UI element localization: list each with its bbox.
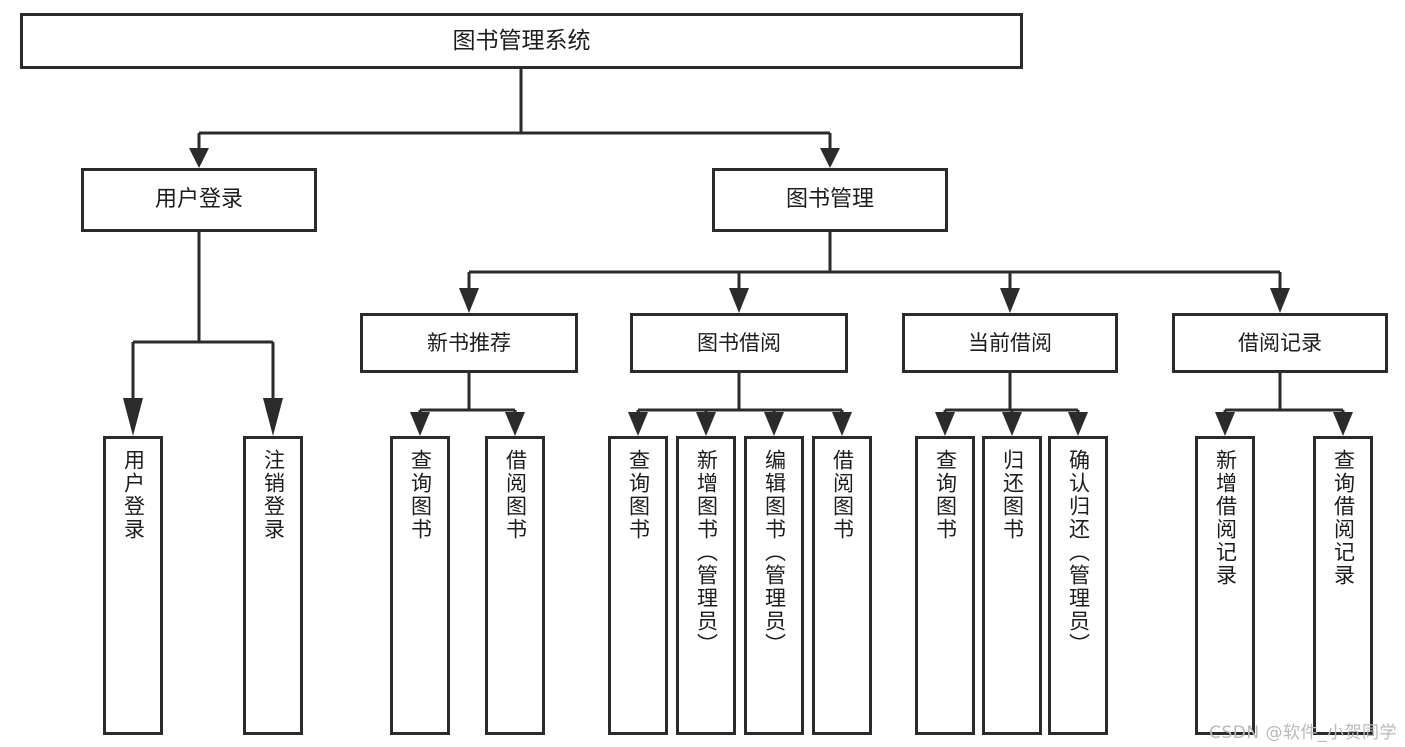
node-label: 借阅图书 [503, 449, 528, 541]
arrow-leaf-query-record [1333, 412, 1353, 436]
node-book-manage[interactable]: 图书管理 [712, 168, 948, 232]
node-new-book-recommend[interactable]: 新书推荐 [360, 313, 578, 373]
node-label: 图书管理系统 [452, 27, 591, 54]
node-leaf-return-book[interactable]: 归还图书 [982, 436, 1042, 735]
node-leaf-query-record[interactable]: 查询借阅记录 [1313, 436, 1373, 735]
arrow-leaf-logout-login [263, 398, 283, 436]
arrow-to-book-manage [820, 148, 840, 168]
node-leaf-confirm-return[interactable]: 确认归还（管理员） [1048, 436, 1108, 735]
arrow-leaf-query-book-1 [410, 412, 430, 436]
arrow-leaf-add-record [1215, 412, 1235, 436]
arrow-leaf-user-login [123, 398, 143, 436]
node-label: 用户登录 [154, 187, 243, 213]
node-label: 查询图书 [933, 449, 958, 541]
node-label: 注销登录 [261, 449, 286, 541]
node-label: 编辑图书（管理员） [762, 449, 787, 656]
arrow-to-new-book-recommend [459, 288, 479, 313]
arrow-leaf-confirm-return [1068, 412, 1088, 436]
node-label: 新增图书（管理员） [694, 449, 719, 656]
arrow-leaf-borrow-book-1 [505, 412, 525, 436]
arrow-leaf-query-book-3 [935, 412, 955, 436]
node-borrow-record[interactable]: 借阅记录 [1172, 313, 1388, 373]
arrow-leaf-borrow-book-2 [832, 412, 852, 436]
node-label: 借阅图书 [830, 449, 855, 541]
node-label: 图书借阅 [697, 330, 781, 355]
node-leaf-add-record[interactable]: 新增借阅记录 [1195, 436, 1255, 735]
node-leaf-user-login[interactable]: 用户登录 [103, 436, 163, 735]
node-current-borrow[interactable]: 当前借阅 [902, 313, 1118, 373]
node-leaf-logout-login[interactable]: 注销登录 [243, 436, 303, 735]
arrow-to-current-borrow [1000, 288, 1020, 313]
node-leaf-borrow-book-1[interactable]: 借阅图书 [485, 436, 545, 735]
node-label: 借阅记录 [1238, 330, 1322, 355]
node-leaf-query-book-3[interactable]: 查询图书 [915, 436, 975, 735]
node-root-book-management-system[interactable]: 图书管理系统 [20, 13, 1023, 69]
node-label: 查询借阅记录 [1331, 449, 1356, 587]
arrow-leaf-query-book-2 [628, 412, 648, 436]
node-book-borrow[interactable]: 图书借阅 [630, 313, 848, 373]
node-leaf-borrow-book-2[interactable]: 借阅图书 [812, 436, 872, 735]
node-label: 新书推荐 [427, 330, 511, 355]
node-user-login[interactable]: 用户登录 [81, 168, 317, 232]
node-leaf-add-book[interactable]: 新增图书（管理员） [676, 436, 736, 735]
node-label: 确认归还（管理员） [1066, 449, 1091, 656]
node-label: 用户登录 [121, 449, 146, 541]
node-label: 归还图书 [1000, 449, 1025, 541]
node-label: 查询图书 [626, 449, 651, 541]
node-label: 当前借阅 [968, 330, 1052, 355]
node-label: 查询图书 [408, 449, 433, 541]
arrow-to-user-login [189, 148, 209, 168]
arrow-leaf-edit-book [764, 412, 784, 436]
node-leaf-query-book-1[interactable]: 查询图书 [390, 436, 450, 735]
arrow-to-borrow-record [1270, 288, 1290, 313]
node-leaf-edit-book[interactable]: 编辑图书（管理员） [744, 436, 804, 735]
node-leaf-query-book-2[interactable]: 查询图书 [608, 436, 668, 735]
arrow-leaf-add-book [696, 412, 716, 436]
arrow-to-book-borrow [729, 288, 749, 313]
node-label: 图书管理 [785, 187, 874, 213]
arrow-leaf-return-book [1002, 412, 1022, 436]
node-label: 新增借阅记录 [1213, 449, 1238, 587]
